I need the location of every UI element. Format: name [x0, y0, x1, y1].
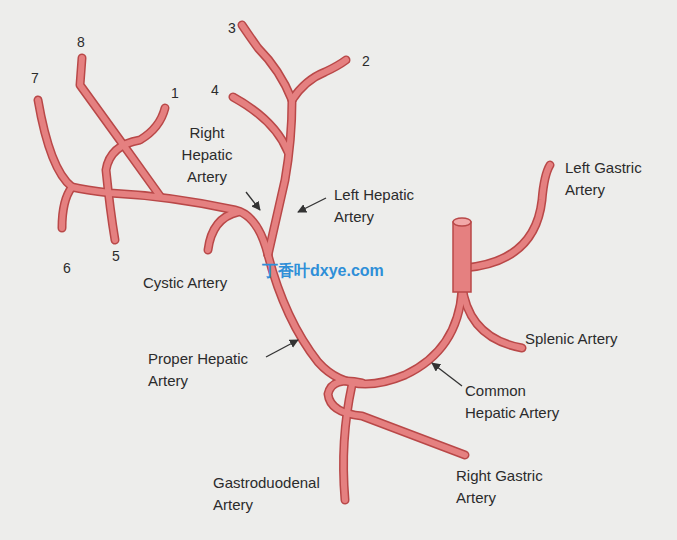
watermark: 丁香叶dxye.com	[262, 260, 384, 282]
callout-number: 4	[211, 79, 219, 101]
artery-label: Cystic Artery	[143, 272, 227, 294]
callout-number: 3	[228, 17, 236, 39]
callout-number: 2	[362, 50, 370, 72]
callout-number: 8	[77, 31, 85, 53]
artery-label: Right Gastric Artery	[456, 465, 556, 509]
callout-number: 5	[112, 245, 120, 267]
artery-label: Gastroduodenal Artery	[213, 472, 328, 516]
artery-label: Proper Hepatic Artery	[148, 348, 263, 392]
callout-number: 1	[171, 82, 179, 104]
artery-label: Splenic Artery	[525, 328, 618, 350]
callout-number: 7	[31, 67, 39, 89]
artery-label: Left Gastric Artery	[565, 157, 655, 201]
artery-label: Common Hepatic Artery	[465, 380, 570, 424]
artery-label: Right Hepatic Artery	[176, 122, 238, 188]
callout-number: 6	[63, 257, 71, 279]
artery-label: Left Hepatic Artery	[334, 184, 434, 228]
